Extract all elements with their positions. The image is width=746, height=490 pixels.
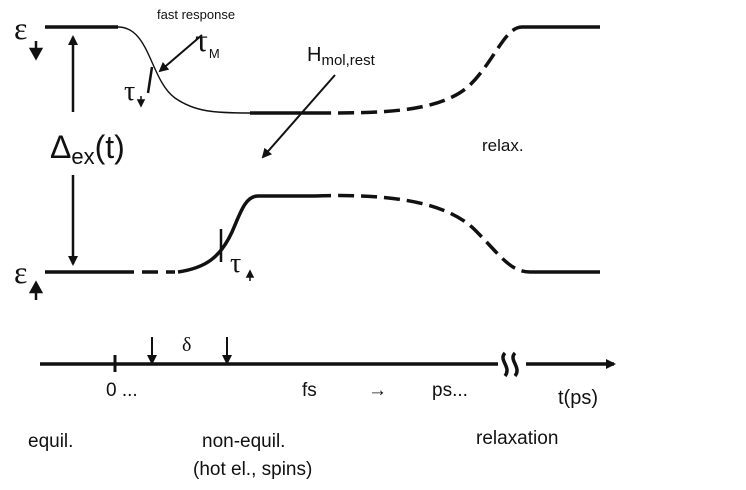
axis-break-icon xyxy=(498,351,526,378)
epsilon-down-symbol: ε xyxy=(14,10,27,46)
fs-label: fs xyxy=(302,380,317,401)
spin-down-relaxation-curve xyxy=(314,25,523,115)
spin-down-fast-response-curve xyxy=(117,26,251,114)
relax-label: relax. xyxy=(482,136,524,155)
tau-down-tick xyxy=(146,66,154,94)
equil-phase-label: equil. xyxy=(28,431,73,452)
h-mol-rest-label: Hmol,rest xyxy=(307,44,376,69)
delta-symbol: Δ xyxy=(50,129,71,165)
ps-label: ps... xyxy=(432,380,468,401)
time-axis-label: t(ps) xyxy=(558,387,598,409)
fast-response-label: fast response xyxy=(157,7,235,22)
h-mol-rest-arrow xyxy=(261,74,336,159)
relaxation-phase-label: relaxation xyxy=(476,428,558,449)
spin-up-rise-curve xyxy=(177,194,259,274)
arrow-up-icon xyxy=(28,280,44,300)
non-equil-phase-detail: (hot el., spins) xyxy=(193,459,312,480)
time-zero-label: 0 ... xyxy=(106,380,138,401)
spin-up-relaxation-curve xyxy=(314,193,531,274)
tau-down-arrow-icon xyxy=(136,96,146,108)
ex-subscript: ex xyxy=(71,144,94,169)
time-argument: (t) xyxy=(95,129,125,165)
tau-down-label: τ xyxy=(124,76,135,107)
tau-up-arrow-icon xyxy=(245,269,255,281)
arrow-down-icon xyxy=(28,41,44,61)
tau-m-arrow xyxy=(158,34,203,73)
delta-pulse-label: δ xyxy=(182,334,191,356)
non-equil-phase-label: non-equil. xyxy=(202,431,285,452)
exchange-splitting-label: Δex(t) xyxy=(50,129,125,169)
tau-m-label: τM xyxy=(195,22,220,61)
epsilon-up-symbol: ε xyxy=(14,254,27,290)
tau-up-label: τ xyxy=(230,248,241,279)
fs-to-ps-arrow: → xyxy=(368,380,387,401)
